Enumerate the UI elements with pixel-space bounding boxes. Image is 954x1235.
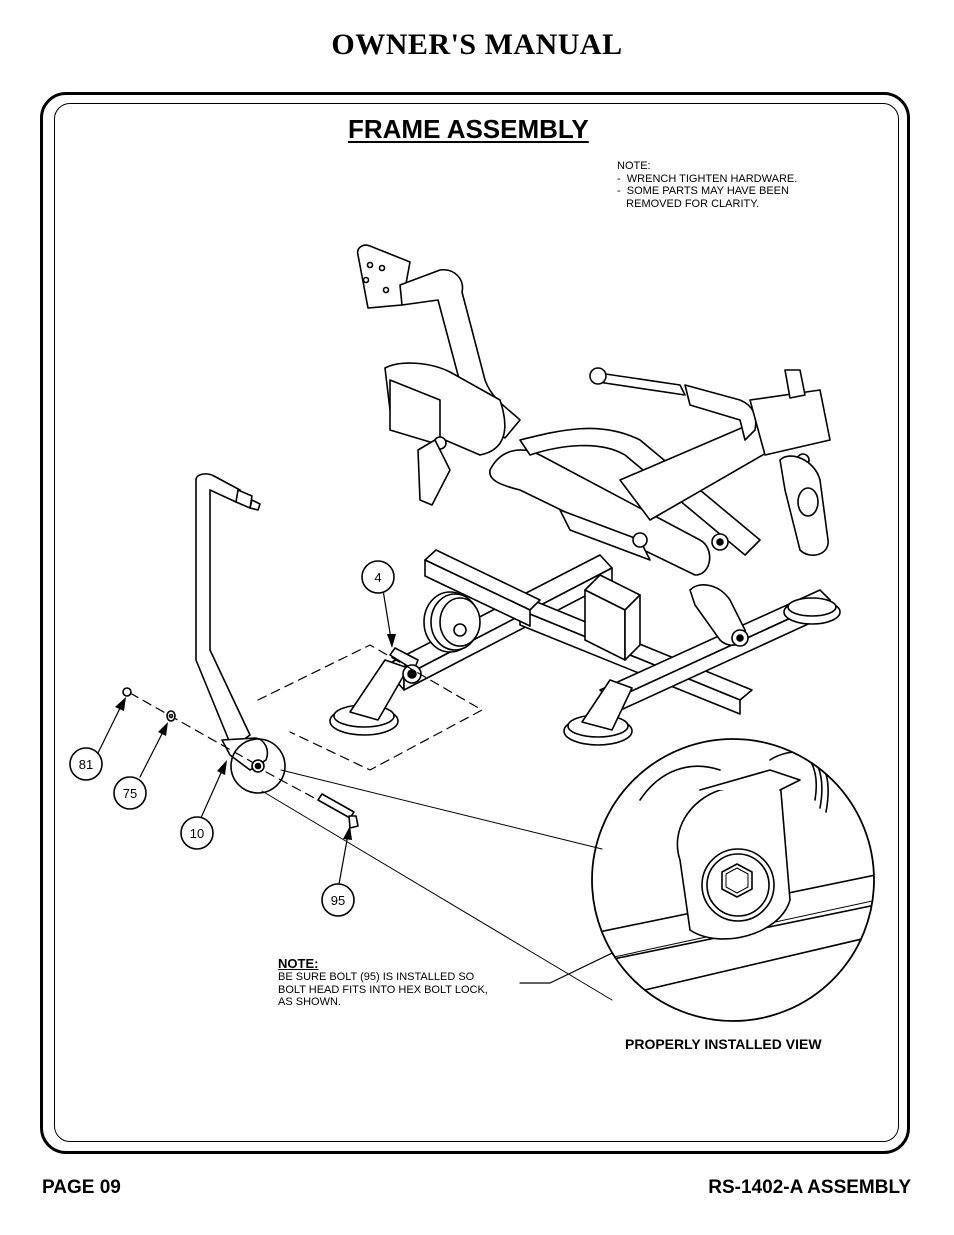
- callout-number-95: 95: [331, 893, 345, 908]
- detail-leader-line-lower: [261, 790, 613, 1001]
- note-line: BOLT HEAD FITS INTO HEX BOLT LOCK,: [278, 983, 488, 996]
- note-line: AS SHOWN.: [278, 996, 341, 1008]
- rear-right-foot: [783, 597, 841, 625]
- handle-part-10: [195, 473, 269, 773]
- front-left-foot: [329, 659, 409, 736]
- page-number: PAGE 09: [42, 1177, 121, 1198]
- pulley-wheel: [423, 591, 481, 653]
- callout-bubble-4: [361, 560, 395, 594]
- callout-number-10: 10: [190, 826, 204, 841]
- detail-leader-line-upper: [280, 769, 603, 850]
- bolt-install-note: NOTE: BE SURE BOLT (95) IS INSTALLED SO …: [278, 957, 488, 1009]
- note-line: NOTE:: [617, 160, 651, 172]
- callout-arrowheads: [115, 634, 722, 909]
- callout-number-4: 4: [374, 570, 381, 585]
- section-title: FRAME ASSEMBLY: [348, 114, 589, 144]
- callout-bubble-10: [180, 816, 214, 850]
- hardware-bolt-95: [317, 793, 359, 829]
- callout-number-75: 75: [123, 786, 137, 801]
- note-line: - SOME PARTS MAY HAVE BEEN: [617, 185, 789, 197]
- install-guide-dashes: [129, 644, 483, 801]
- hardware-washer-75: [166, 710, 176, 722]
- document-id: RS-1402-A ASSEMBLY: [708, 1177, 911, 1198]
- note-heading: NOTE:: [278, 956, 319, 971]
- callout-bubble-75: [113, 776, 147, 810]
- front-right-foot: [563, 679, 633, 746]
- note-line: REMOVED FOR CLARITY.: [617, 197, 760, 210]
- page-border-outer: [40, 92, 910, 1154]
- rear-lever-arm: [589, 367, 831, 556]
- detail-view-circle: [591, 738, 875, 1022]
- callout-number-81: 81: [79, 757, 93, 772]
- callout-bubble-81: [69, 747, 103, 781]
- detail-marker-circle: [230, 738, 286, 794]
- hardware-nut-81: [122, 687, 132, 697]
- hardware-note: NOTE: - WRENCH TIGHTEN HARDWARE. - SOME …: [617, 160, 797, 210]
- foot-plate-arm: [356, 244, 521, 506]
- manual-title: OWNER'S MANUAL: [331, 28, 623, 61]
- page-border-inner: [54, 103, 899, 1142]
- note-line: BE SURE BOLT (95) IS INSTALLED SO: [278, 971, 475, 983]
- front-pivot-tube: [389, 647, 422, 684]
- note-line: - WRENCH TIGHTEN HARDWARE.: [617, 172, 798, 185]
- callout-bubble-95: [321, 883, 355, 917]
- detail-view-label: PROPERLY INSTALLED VIEW: [625, 1036, 822, 1052]
